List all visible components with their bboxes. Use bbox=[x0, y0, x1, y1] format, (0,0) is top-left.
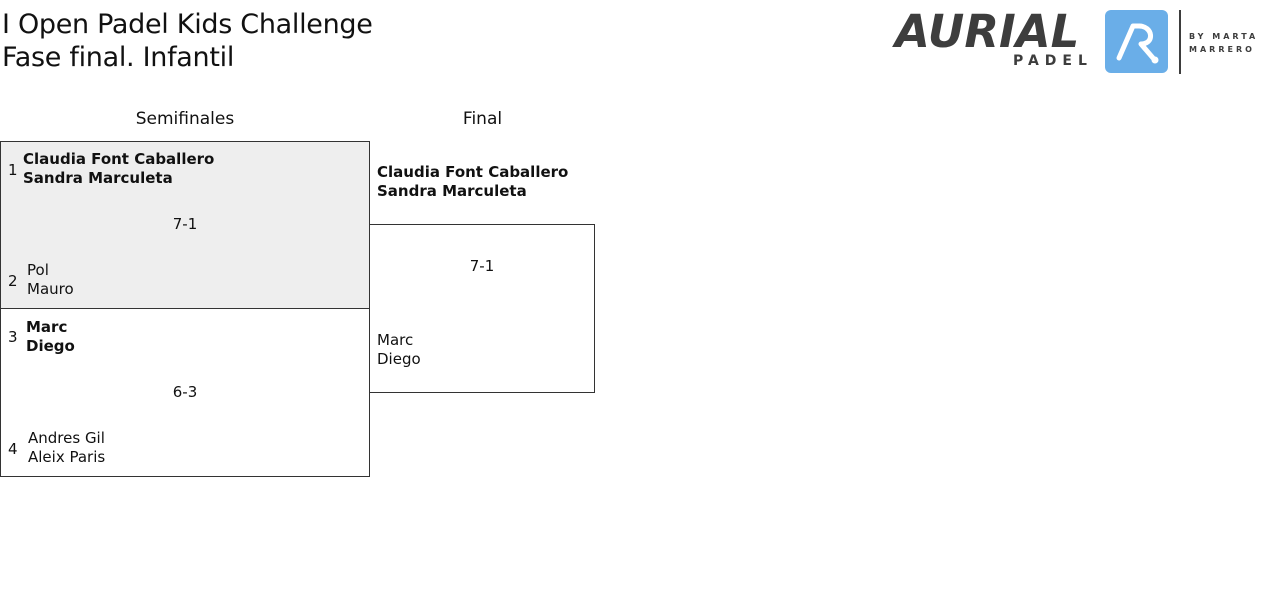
phase-subtitle: Fase final. Infantil bbox=[2, 42, 235, 73]
logo-by-line1: BY MARTA bbox=[1189, 32, 1259, 41]
player-name: Sandra Marculeta bbox=[377, 182, 527, 200]
player-name: Sandra Marculeta bbox=[23, 169, 173, 187]
logo-sub-text: PADEL bbox=[1013, 53, 1093, 69]
player-name: Mauro bbox=[27, 280, 74, 298]
player-name: Andres Gil bbox=[28, 429, 105, 447]
seed-number: 4 bbox=[8, 440, 18, 458]
page-title: I Open Padel Kids Challenge Fase final. … bbox=[2, 8, 373, 74]
final-header: Final bbox=[462, 109, 503, 129]
match-score: 6-3 bbox=[172, 383, 198, 401]
semifinal-match-1 bbox=[0, 141, 370, 309]
team-seed-1: Claudia Font Caballero Sandra Marculeta bbox=[23, 150, 214, 188]
seed-number: 2 bbox=[8, 272, 18, 290]
logo-brand-text: AURIAL bbox=[895, 5, 1080, 58]
team-seed-2: Pol Mauro bbox=[27, 261, 74, 299]
logo-divider bbox=[1179, 10, 1181, 74]
tournament-title: I Open Padel Kids Challenge bbox=[2, 9, 373, 40]
team-seed-4: Andres Gil Aleix Paris bbox=[28, 429, 105, 467]
player-name: Aleix Paris bbox=[28, 448, 106, 466]
player-name: Diego bbox=[26, 337, 75, 355]
seed-number: 1 bbox=[8, 161, 18, 179]
logo-by-text: BY MARTA MARRERO bbox=[1189, 30, 1258, 56]
logo-badge-icon bbox=[1105, 10, 1168, 73]
player-name: Marc bbox=[377, 331, 414, 349]
team-seed-3: Marc Diego bbox=[26, 318, 75, 356]
player-name: Claudia Font Caballero bbox=[23, 150, 215, 168]
player-name: Claudia Font Caballero bbox=[377, 163, 569, 181]
final-team-bottom: Marc Diego bbox=[377, 331, 421, 369]
player-name: Diego bbox=[377, 350, 421, 368]
semifinals-header: Semifinales bbox=[135, 109, 235, 129]
match-score: 7-1 bbox=[172, 215, 198, 233]
seed-number: 3 bbox=[8, 328, 18, 346]
player-name: Pol bbox=[27, 261, 49, 279]
logo-by-line2: MARRERO bbox=[1189, 45, 1255, 54]
match-score: 7-1 bbox=[469, 257, 495, 275]
player-name: Marc bbox=[26, 318, 68, 336]
semifinal-match-2 bbox=[0, 308, 370, 477]
final-team-top: Claudia Font Caballero Sandra Marculeta bbox=[377, 163, 568, 201]
final-match bbox=[369, 224, 595, 393]
aurial-padel-logo: AURIAL PADEL BY MARTA MARRERO bbox=[895, 8, 1275, 78]
